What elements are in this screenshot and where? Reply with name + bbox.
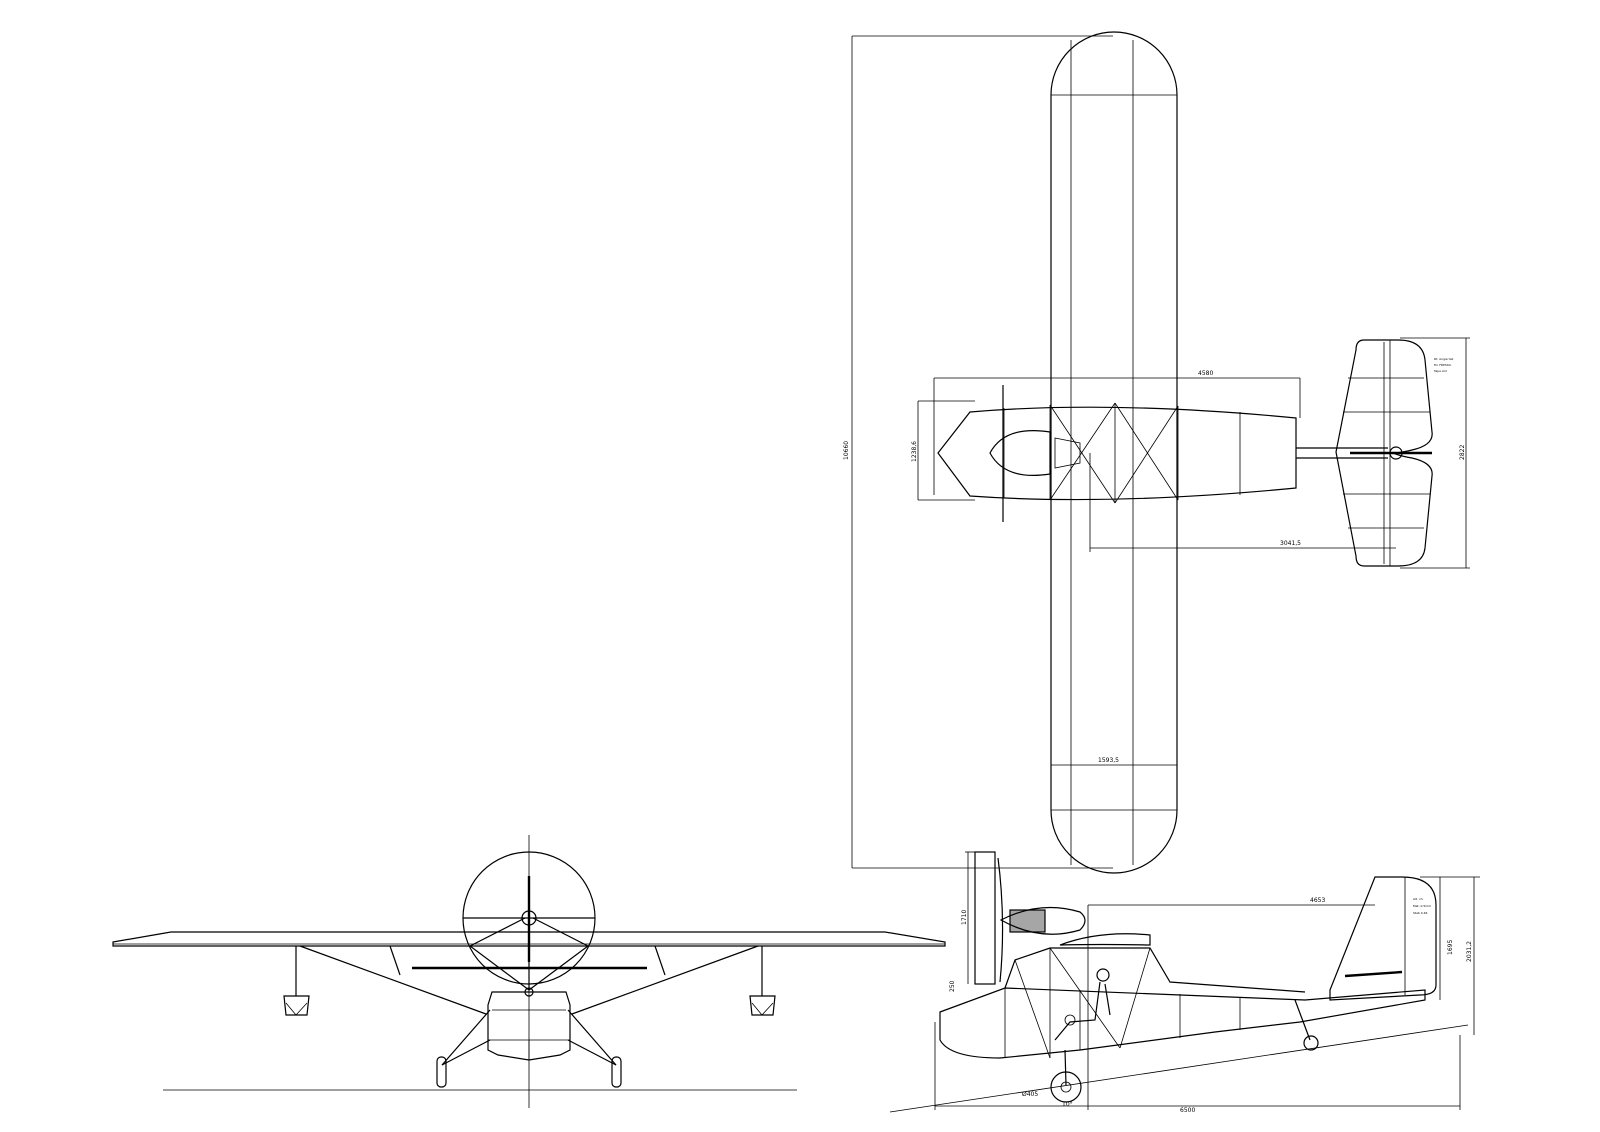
side-height-dim: 1695 xyxy=(1447,940,1454,955)
tail-note-2: Fin FRPStck xyxy=(1434,363,1452,367)
hull-side xyxy=(939,987,1426,1059)
top-view: 10660 1593,5 xyxy=(843,31,1470,874)
propeller-side xyxy=(974,851,996,985)
prop-hub-dim: 250 xyxy=(949,980,956,992)
angle-dim: 10° xyxy=(1062,1101,1073,1108)
fuselage-top xyxy=(937,406,1297,501)
wing-top xyxy=(1050,31,1178,874)
side-total-height-dim: 2031,2 xyxy=(1466,941,1473,962)
fin-note-1: Alt. ch. xyxy=(1413,897,1424,901)
wing-front xyxy=(112,931,946,947)
fin-side xyxy=(1329,876,1437,1001)
wheel-dim: Ø405 xyxy=(1022,1091,1038,1098)
wing-section-side xyxy=(1059,933,1151,946)
tail-top xyxy=(1335,339,1433,567)
tail-arm-dim: 3041,5 xyxy=(1280,540,1301,547)
left-wheel xyxy=(436,1056,447,1088)
front-view xyxy=(112,835,946,1108)
right-wheel xyxy=(611,1056,622,1088)
overall-length-dim: 6500 xyxy=(1180,1107,1195,1114)
left-float xyxy=(283,995,310,1016)
pilot-head xyxy=(1096,968,1110,982)
main-wheel xyxy=(1050,1071,1082,1103)
right-float xyxy=(749,995,776,1016)
tail-note-3: Tape Arrl xyxy=(1433,369,1447,373)
fin-note-3: Stab 0.46 xyxy=(1413,911,1428,915)
tail-wheel xyxy=(1303,1035,1319,1051)
span-dim: 10660 xyxy=(843,441,850,460)
tail-note-1: Rt. Angle tail xyxy=(1434,357,1454,361)
prop-dim: 1710 xyxy=(961,910,968,925)
fuselage-length-dim: 4580 xyxy=(1198,370,1213,377)
chord-dim: 1593,5 xyxy=(1098,757,1119,764)
tail-span-dim: 2822 xyxy=(1459,445,1466,460)
fuselage-width-dim: 1238,6 xyxy=(911,441,918,462)
side-length-dim: 4653 xyxy=(1310,897,1325,904)
side-view: 1710 250 Ø405 10° xyxy=(889,851,1480,1114)
hull-front xyxy=(487,991,571,1061)
fin-note-2: Mat. 0.5mm xyxy=(1413,904,1431,908)
